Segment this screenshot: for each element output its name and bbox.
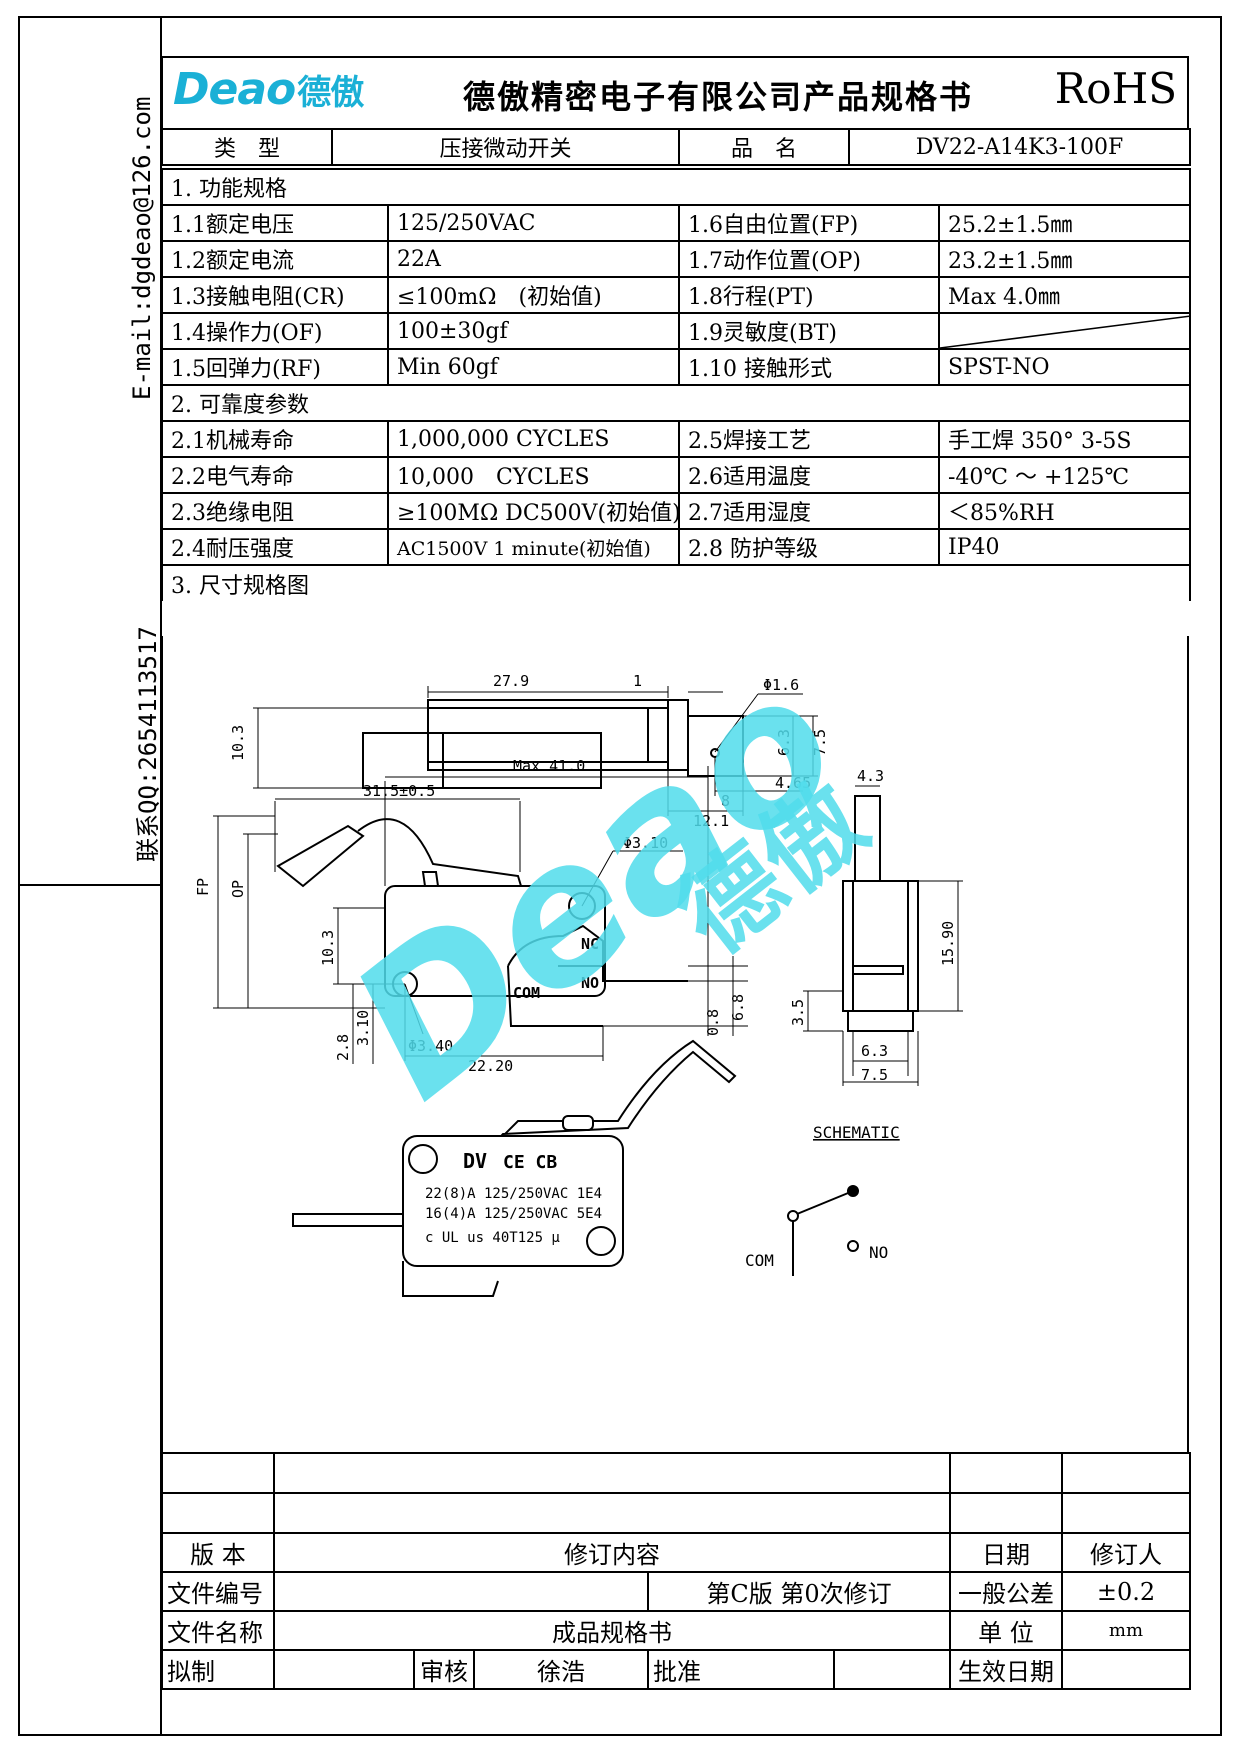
dim-0-8: 0.8 [704, 1009, 722, 1036]
table-row: 文件编号 第C版 第0次修订 一般公差 ±0.2 [161, 1571, 1191, 1612]
dim-2-8: 2.8 [334, 1034, 352, 1061]
review-label: 审核 [413, 1649, 475, 1690]
dim-10-3-top: 10.3 [229, 725, 247, 761]
dim-7-5-top: 7.5 [811, 729, 829, 756]
dim-3-5: 3.5 [789, 999, 807, 1026]
table-row: 1.4操作力(OF)100±30gf 1.9灵敏度(BT) [161, 312, 1192, 350]
switch-front-view [276, 818, 688, 1027]
section2-title: 2. 可靠度参数 [160, 384, 1192, 422]
dim-6-3-top: 6.3 [775, 729, 793, 756]
doc-name-label: 文件名称 [161, 1610, 275, 1651]
dim-fp: FP [194, 878, 212, 896]
dim-22-20: 22.20 [468, 1057, 513, 1075]
tolerance-value: ±0.2 [1061, 1571, 1191, 1612]
table-row: 2.3绝缘电阻≥100MΩ DC500V(初始值) 2.7适用湿度＜85%RH [161, 492, 1192, 530]
dim-op: OP [229, 880, 247, 898]
company-title: 德傲精密电子有限公司产品规格书 [463, 78, 974, 116]
dim-12-1: 12.1 [693, 812, 729, 830]
dim-phi-3-10: Φ3.10 [623, 834, 668, 852]
dim-3-10: 3.10 [354, 1010, 372, 1046]
unit-label: 单 位 [949, 1610, 1063, 1651]
logo-latin: Deao [173, 64, 296, 115]
rohs-mark: RoHS [1054, 64, 1177, 113]
info-table: 类 型 压接微动开关 品 名 DV22-A14K3-100F [161, 128, 1191, 166]
diagonal-line [941, 315, 1189, 347]
tolerance-label: 一般公差 [949, 1571, 1063, 1612]
dim-10-3-front: 10.3 [319, 930, 337, 966]
schematic-title: SCHEMATIC [813, 1123, 900, 1142]
dim-31-5: 31.5±0.5 [363, 782, 435, 800]
dim-4-3: 4.3 [857, 767, 884, 785]
type-value: 压接微动开关 [331, 128, 680, 166]
side-divider [18, 884, 162, 886]
schematic-no: NO [869, 1243, 888, 1262]
schematic-com: COM [745, 1251, 774, 1270]
side-qq: 联系QQ:2654113517 [134, 626, 162, 862]
header: Deao德傲 德傲精密电子有限公司产品规格书 RoHS [161, 56, 1189, 130]
dim-15-90: 15.90 [939, 921, 957, 966]
table-row: 版 本 修订内容 日期 修订人 [161, 1532, 1191, 1573]
label-line2: 16(4)A 125/250VAC 5E4 [425, 1206, 602, 1222]
table-row [161, 1452, 1191, 1494]
revision-table: 版 本 修订内容 日期 修订人 文件编号 第C版 第0次修订 一般公差 ±0.2… [161, 1452, 1191, 1690]
switch-top-view [362, 699, 744, 789]
doc-name-value: 成品规格书 [273, 1610, 951, 1651]
table-row: 1.3接触电阻(CR)≤100mΩ (初始值) 1.8行程(PT)Max 4.0… [161, 276, 1192, 314]
name-value: DV22-A14K3-100F [848, 128, 1191, 166]
reviser-label: 修订人 [1061, 1532, 1191, 1573]
dim-max-41: Max 41.0 [513, 757, 585, 775]
section1-title: 1. 功能规格 [160, 168, 1192, 206]
dim-8: 8 [721, 792, 730, 810]
label-certs: CE CB [503, 1152, 557, 1173]
schematic-symbol [787, 1185, 859, 1276]
logo-cn: 德傲 [297, 73, 364, 113]
date-label: 日期 [949, 1532, 1063, 1573]
label-line1: 22(8)A 125/250VAC 1E4 [425, 1186, 602, 1202]
dim-6-8: 6.8 [729, 994, 747, 1021]
dimension-drawing: 27.9 1 Φ1.6 10.3 6.3 7.5 4.65 8 12.1 [161, 630, 1189, 1452]
table-row [161, 1492, 1191, 1534]
dim-6-3-side: 6.3 [861, 1042, 888, 1060]
approve-label: 批准 [647, 1649, 835, 1690]
diagonal-empty-cell [937, 312, 1192, 350]
unit-value: mm [1061, 1610, 1191, 1651]
terminal-com: COM [513, 984, 540, 1002]
drafted-label: 拟制 [161, 1649, 275, 1690]
label-dv: DV [463, 1149, 487, 1173]
label-line3: c UL us 40T125 μ [425, 1230, 560, 1246]
dim-phi-3-40: Φ3.40 [408, 1037, 453, 1055]
dim-7-5-side: 7.5 [861, 1066, 888, 1084]
section3-title: 3. 尺寸规格图 [160, 564, 1192, 601]
page-frame [18, 16, 1222, 1736]
version-label: 版 本 [161, 1532, 275, 1573]
content-label: 修订内容 [273, 1532, 951, 1573]
effective-date-label: 生效日期 [949, 1649, 1063, 1690]
doc-no-label: 文件编号 [161, 1571, 275, 1612]
side-email: E-mail:dgdeao@126.com [128, 96, 156, 400]
table-row: 拟制 审核 徐浩 批准 生效日期 [161, 1649, 1191, 1690]
name-label: 品 名 [678, 128, 850, 166]
type-label: 类 型 [161, 128, 333, 166]
company-logo: Deao德傲 [173, 64, 364, 115]
switch-side-view [842, 795, 919, 1032]
dim-27-9: 27.9 [493, 672, 529, 690]
doc-no-value: 第C版 第0次修订 [647, 1571, 951, 1612]
dim-phi-1-6: Φ1.6 [763, 676, 799, 694]
reviewer-name: 徐浩 [473, 1649, 649, 1690]
table-row: 文件名称 成品规格书 单 位 mm [161, 1610, 1191, 1651]
dim-1: 1 [633, 672, 642, 690]
terminal-no: NO [581, 974, 599, 992]
terminal-nc: NC [581, 935, 599, 953]
product-illustration [292, 1039, 737, 1297]
dim-4-65: 4.65 [775, 774, 811, 792]
